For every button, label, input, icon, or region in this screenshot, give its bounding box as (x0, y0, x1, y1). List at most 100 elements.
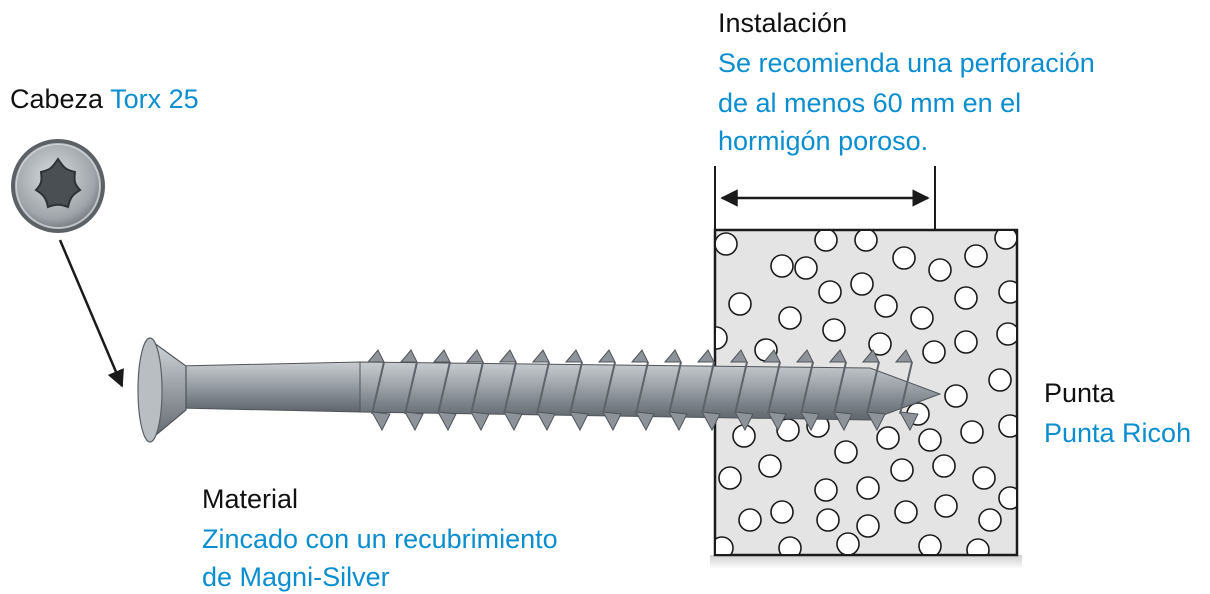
concrete-pore (770, 254, 794, 278)
screw-thread (564, 349, 589, 432)
concrete-pore (944, 384, 968, 408)
screw-thread (432, 349, 457, 432)
concrete-pore (918, 534, 942, 554)
concrete-pore (928, 258, 952, 282)
screw-thread-edge (701, 361, 715, 415)
concrete-pore (822, 318, 846, 342)
screw-thread-edge (767, 361, 781, 415)
screw-thread (366, 349, 391, 432)
concrete-pore (716, 326, 728, 350)
screw-thread-edge (503, 361, 517, 415)
screw-thread (762, 349, 787, 432)
concrete-pore (960, 420, 984, 444)
screw-thread-edge (470, 361, 484, 415)
screw-thread (498, 349, 523, 432)
concrete-pore (854, 231, 878, 252)
material-line-2: de Magni-Silver (202, 562, 390, 592)
concrete-pore (778, 536, 802, 554)
concrete-pore (716, 536, 734, 554)
concrete-pore (966, 538, 990, 554)
screw-thread-edge (668, 361, 682, 415)
concrete-pore (972, 466, 996, 490)
head-callout: Cabeza Torx 25 (10, 82, 199, 116)
screw-thread (399, 349, 424, 432)
screw-thread (795, 349, 820, 432)
installation-line-3: hormigón poroso. (718, 126, 929, 156)
screw-thread-edge (437, 361, 451, 415)
torx-head-icon (11, 139, 105, 233)
concrete-pore (922, 340, 946, 364)
concrete-pore (868, 332, 892, 356)
installation-label: Instalación (718, 8, 848, 38)
concrete-pore (814, 231, 838, 252)
screw-thread (531, 349, 556, 432)
concrete-pore (856, 514, 880, 538)
screw-thread (828, 349, 853, 432)
screw-thread-edge (734, 361, 748, 415)
screw-thread-edge (833, 361, 847, 415)
concrete-pore (996, 322, 1016, 346)
concrete-pore (954, 286, 978, 310)
screw-thread-edge (899, 361, 913, 415)
concrete-pore (894, 500, 918, 524)
screw-thread-edge (800, 361, 814, 415)
concrete-pore (934, 494, 958, 518)
concrete-pore (794, 256, 818, 280)
concrete-pore (910, 306, 934, 330)
concrete-pore (834, 440, 858, 464)
concrete-pore (998, 280, 1016, 304)
screw-thread (729, 349, 754, 432)
screw-thread-edge (635, 361, 649, 415)
tip-value: Punta Ricoh (1044, 418, 1192, 448)
screw-thread-edge (866, 361, 880, 415)
screw-thread-edge (404, 361, 418, 415)
screw-thread (597, 349, 622, 432)
head-label: Cabeza (10, 84, 104, 114)
concrete-pore (998, 414, 1016, 438)
screw-thread (861, 349, 886, 432)
dimension-arrow (714, 166, 936, 230)
concrete-pore (876, 426, 900, 450)
concrete-pore (892, 246, 916, 270)
screw-thread (894, 349, 919, 432)
concrete-pore (978, 508, 1002, 532)
concrete-pore (998, 486, 1016, 510)
installation-line-2: de al menos 60 mm en el (718, 88, 1022, 118)
concrete-pore (758, 454, 782, 478)
installation-line-1: Se recomienda una perforación (718, 48, 1095, 78)
screw-illustration (137, 337, 942, 443)
tip-label: Punta (1044, 378, 1115, 408)
screw-thread (663, 349, 688, 432)
concrete-pore (954, 330, 978, 354)
concrete-pore (918, 428, 942, 452)
screw-thread (465, 349, 490, 432)
concrete-pore (856, 476, 880, 500)
concrete-pore (988, 368, 1012, 392)
pointer-arrow (58, 239, 124, 388)
concrete-pore (874, 294, 898, 318)
material-line-1: Zincado con un recubrimiento (202, 524, 558, 554)
concrete-pore (994, 231, 1016, 250)
concrete-pore (850, 272, 874, 296)
screw-thread (630, 349, 655, 432)
screw-thread-edge (536, 361, 550, 415)
concrete-pore (816, 508, 840, 532)
concrete-pore (964, 244, 988, 268)
concrete-pore (836, 532, 860, 554)
concrete-pore (728, 292, 752, 316)
concrete-pore (814, 478, 838, 502)
concrete-pore (890, 458, 914, 482)
screw-thread-edge (371, 361, 385, 415)
concrete-pore (718, 466, 742, 490)
concrete-pore (932, 454, 956, 478)
head-value: Torx 25 (110, 84, 199, 114)
material-label: Material (202, 484, 299, 514)
screw-thread-edge (602, 361, 616, 415)
concrete-pore (716, 232, 738, 256)
concrete-pore (818, 280, 842, 304)
screw-thread-edge (569, 361, 583, 415)
concrete-pore (770, 500, 794, 524)
concrete-pore (778, 306, 802, 330)
screw-thread (696, 349, 721, 432)
